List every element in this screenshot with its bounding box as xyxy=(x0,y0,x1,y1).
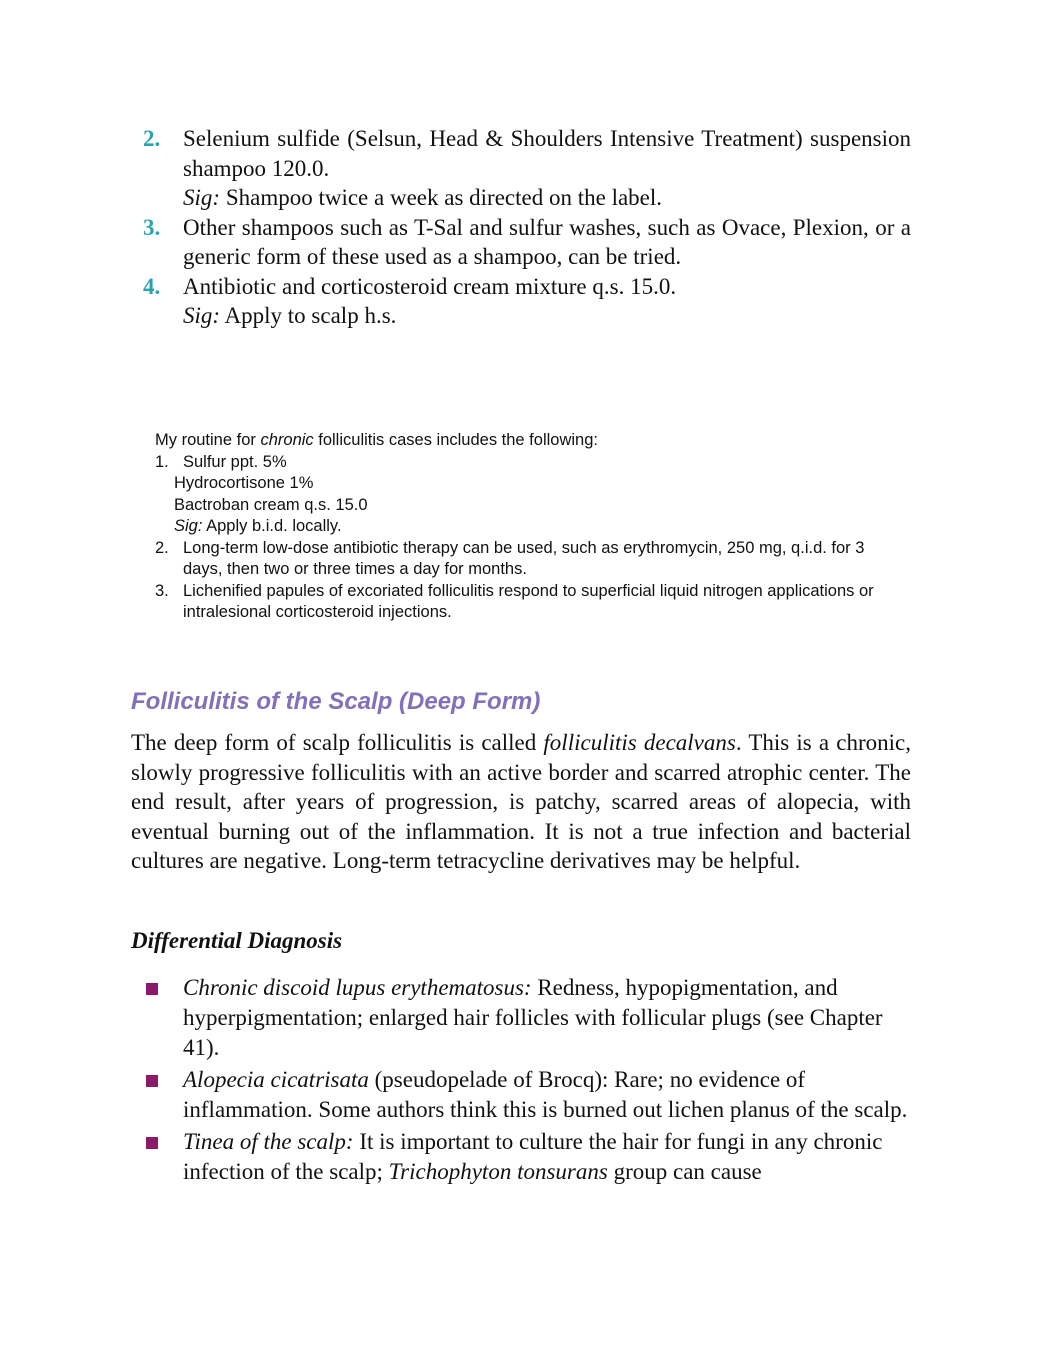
diagnosis-text: Redness, hypopigmentation, and hyperpigm… xyxy=(183,975,883,1060)
routine-text: Lichenified papules of excoriated follic… xyxy=(183,581,874,622)
paragraph-text: The deep form of scalp folliculitis is c… xyxy=(131,730,544,755)
square-bullet-icon xyxy=(146,983,158,995)
paragraph-term: folliculitis decalvans xyxy=(543,730,736,755)
diagnosis-term: Tinea of the scalp: xyxy=(183,1129,354,1154)
body-paragraph: The deep form of scalp folliculitis is c… xyxy=(131,728,911,876)
routine-intro-text-end: folliculitis cases includes the followin… xyxy=(313,431,598,449)
list-item-text: Selenium sulfide (Selsun, Head & Shoulde… xyxy=(183,126,911,181)
sig-label: Sig: xyxy=(183,185,221,210)
routine-line: Hydrocortisone 1% xyxy=(174,474,314,492)
square-bullet-icon xyxy=(146,1137,158,1149)
list-number: 4. xyxy=(143,273,161,299)
list-number: 2. xyxy=(143,126,161,151)
list-item: 3. Other shampoos such as T-Sal and sulf… xyxy=(143,213,911,272)
sig-text: Shampoo twice a week as directed on the … xyxy=(220,185,663,210)
sig-text: Apply to scalp h.s. xyxy=(220,303,397,328)
sig-label: Sig: xyxy=(183,303,221,328)
sig-line: Sig: Apply to scalp h.s. xyxy=(183,301,911,331)
square-bullet-icon xyxy=(146,1075,158,1087)
routine-line: Sulfur ppt. 5% xyxy=(183,452,287,471)
routine-box: My routine for chronic folliculitis case… xyxy=(155,430,875,624)
list-item: 2. Selenium sulfide (Selsun, Head & Shou… xyxy=(143,124,911,213)
routine-intro-italic: chronic xyxy=(260,431,314,449)
sig-text: Apply b.i.d. locally. xyxy=(202,517,342,535)
diagnosis-text-2: group can cause xyxy=(607,1159,762,1184)
list-item-text: Antibiotic and corticosteroid cream mixt… xyxy=(183,273,677,299)
list-item: Tinea of the scalp: It is important to c… xyxy=(143,1127,911,1187)
routine-item: 2. Long-term low-dose antibiotic therapy… xyxy=(155,538,875,581)
routine-item: 3. Lichenified papules of excoriated fol… xyxy=(155,581,875,624)
routine-number: 1. xyxy=(155,452,169,471)
list-item: 4. Antibiotic and corticosteroid cream m… xyxy=(143,272,911,331)
diagnosis-term: Alopecia cicatrisata xyxy=(183,1067,369,1092)
diagnosis-text: (pseudopelade of Brocq): Rare; no eviden… xyxy=(183,1067,908,1122)
section-title: Folliculitis of the Scalp (Deep Form) xyxy=(131,688,541,715)
routine-number: 2. xyxy=(155,538,169,557)
routine-intro: My routine for chronic folliculitis case… xyxy=(155,430,875,452)
list-number: 3. xyxy=(143,214,161,240)
diagnosis-text: It is important to culture the hair for … xyxy=(183,1129,883,1184)
sig-label: Sig: xyxy=(174,517,203,535)
prescription-list: 2. Selenium sulfide (Selsun, Head & Shou… xyxy=(143,124,911,331)
routine-text: Long-term low-dose antibiotic therapy ca… xyxy=(183,538,865,579)
routine-line: Bactroban cream q.s. 15.0 xyxy=(174,495,368,514)
routine-item: 1. Sulfur ppt. 5% xyxy=(155,452,875,474)
list-item-text: Other shampoos such as T-Sal and sulfur … xyxy=(183,214,911,270)
sig-line: Sig: Shampoo twice a week as directed on… xyxy=(183,183,911,213)
paragraph-text-end: . This is a chronic, slowly progressive … xyxy=(131,730,911,873)
diagnosis-term-2: Trichophyton tonsurans xyxy=(388,1159,608,1184)
routine-intro-text: My routine for xyxy=(155,431,261,449)
differential-list: Chronic discoid lupus erythematosus: Red… xyxy=(143,973,911,1189)
routine-number: 3. xyxy=(155,581,169,600)
subheading: Differential Diagnosis xyxy=(131,928,343,953)
diagnosis-term: Chronic discoid lupus erythematosus: xyxy=(183,975,532,1000)
list-item: Chronic discoid lupus erythematosus: Red… xyxy=(143,973,911,1063)
list-item: Alopecia cicatrisata (pseudopelade of Br… xyxy=(143,1065,911,1125)
routine-sig-line: Sig: Apply b.i.d. locally. xyxy=(155,516,875,538)
